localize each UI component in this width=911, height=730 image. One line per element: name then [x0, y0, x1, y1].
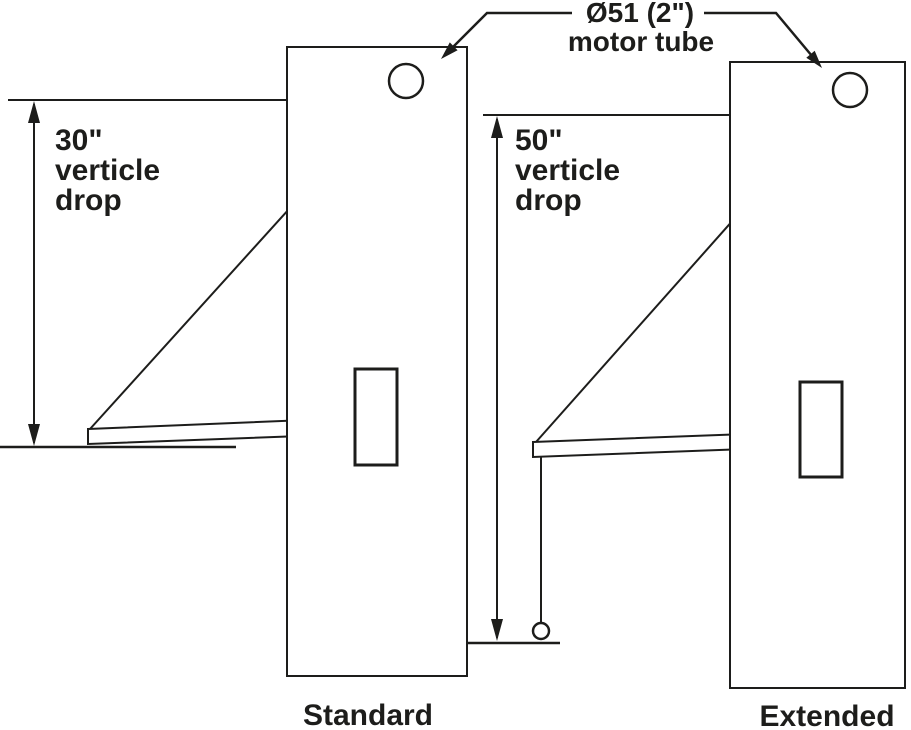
extended-drop-word1-label: verticle: [515, 154, 620, 187]
extended-fascia-panel: [729, 61, 906, 689]
down-arrow-icon: [491, 619, 503, 641]
standard-drop-value-label: 30": [55, 124, 103, 157]
leader-arrowhead-right-icon: [806, 50, 822, 68]
callout-line2-label: motor tube: [568, 26, 714, 57]
leader-arrowhead-left-icon: [441, 42, 458, 59]
callout-line1-label: Ø51 (2"): [586, 0, 694, 28]
standard-figure: 30" verticle drop Standard: [0, 46, 468, 730]
extended-mounting-bracket: [798, 380, 844, 479]
up-arrow-icon: [491, 116, 503, 138]
extended-drop-word2-label: drop: [515, 184, 582, 217]
standard-caption: Standard: [303, 699, 433, 730]
extended-figure: 50" verticle drop Extended: [468, 61, 906, 730]
extended-motor-tube-circle: [831, 71, 869, 109]
standard-mounting-bracket: [353, 367, 399, 467]
callout-leader-left-line: [449, 11, 572, 51]
extended-pull-ring-icon: [531, 621, 551, 641]
callout-leader-right-line: [704, 11, 813, 57]
standard-fascia-panel: [286, 46, 468, 677]
extended-caption: Extended: [759, 700, 894, 730]
standard-motor-tube-circle: [387, 62, 425, 100]
down-arrow-icon: [28, 424, 40, 446]
standard-drop-word2-label: drop: [55, 184, 122, 217]
extended-drop-value-label: 50": [515, 124, 563, 157]
standard-drop-word1-label: verticle: [55, 154, 160, 187]
motor-tube-callout: Ø51 (2") motor tube: [441, 0, 822, 68]
up-arrow-icon: [28, 101, 40, 123]
